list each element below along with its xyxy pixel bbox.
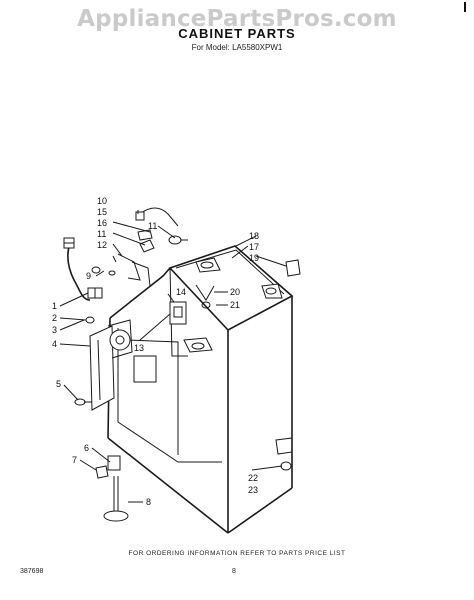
watermark: AppliancePartsPros.com [77,6,397,32]
callout-1: 1 [52,301,57,311]
callout-9: 9 [86,271,91,281]
edge-mark [464,2,466,12]
callout-14: 14 [176,287,186,297]
bumper-19 [285,259,301,277]
callout-20: 20 [230,287,240,297]
callout-6: 6 [84,443,89,453]
callout-18: 18 [249,231,259,241]
bracket-4 [89,325,115,411]
callout-11b: 11 [148,221,157,231]
rear-leg-22-23 [280,461,292,471]
hose-assembly [63,237,91,301]
callout-23: 23 [248,485,258,495]
cord-15 [135,207,179,227]
callout-2: 2 [52,313,57,323]
callout-10: 10 [97,196,107,206]
timer-bracket-14 [169,301,187,325]
callout-22: 22 [248,473,258,483]
bracket-12 [117,253,151,287]
page-title: CABINET PARTS [178,26,296,41]
pump-mount [107,319,133,359]
cabinet-body [107,245,294,534]
leader-lines [59,210,287,503]
callout-16: 16 [97,218,107,228]
clips-20-21 [195,284,215,309]
callout-12: 12 [97,240,107,250]
callout-13: 13 [134,343,144,353]
callout-21: 21 [230,300,240,310]
callout-11a: 11 [97,229,106,239]
callout-3: 3 [52,325,57,335]
front-leg-6-7 [95,455,121,479]
callout-7: 7 [72,455,77,465]
callout-17: 17 [249,242,259,252]
model-subtitle: For Model: LA5580XPW1 [191,43,283,52]
callout-4: 4 [52,339,57,349]
clip-16 [137,229,155,253]
footer-code: 387698 [20,568,44,575]
callout-5: 5 [56,379,61,389]
ordering-info-note: FOR ORDERING INFORMATION REFER TO PARTS … [128,550,346,557]
leveling-leg-8 [103,476,129,522]
callout-19: 19 [249,253,259,263]
page-number: 8 [232,568,236,575]
fitting-1 [87,287,103,299]
callout-15: 15 [97,207,107,217]
callout-labels: 1 2 3 4 5 6 7 8 9 10 15 16 11 12 11 13 1… [52,196,259,507]
callout-8: 8 [146,497,151,507]
